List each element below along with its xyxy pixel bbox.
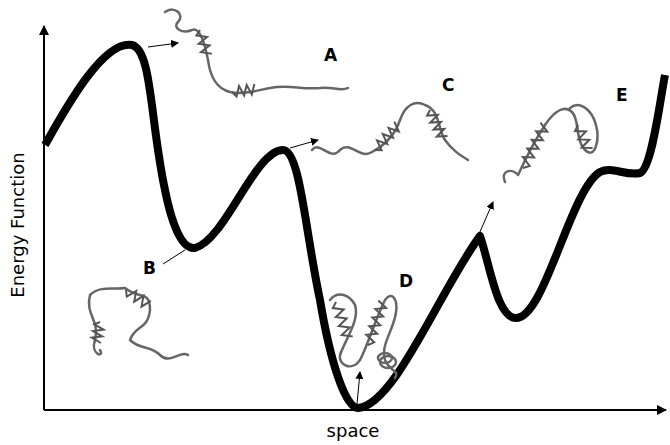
axis-label: Energy Function [9, 152, 27, 297]
protein-d [330, 295, 396, 378]
helix [333, 302, 353, 336]
leader-line [479, 202, 493, 234]
callout-letter: A [324, 47, 337, 64]
callout-letter: B [143, 260, 156, 277]
y-axis [43, 26, 45, 410]
leader-line [290, 140, 318, 148]
helix [427, 110, 447, 137]
protein-d-loop [378, 353, 392, 363]
helix [232, 84, 254, 97]
axis-label: space [327, 422, 380, 440]
protein-a [165, 10, 348, 93]
leader-line [357, 372, 360, 404]
helix-ribbons [92, 30, 593, 345]
helix [366, 300, 386, 345]
protein-structures [89, 10, 597, 378]
leader-line [163, 250, 185, 264]
helix [92, 322, 104, 343]
helix [196, 30, 211, 54]
callout-letter: E [616, 87, 628, 104]
callout-letter: D [399, 273, 413, 290]
leader-line [148, 43, 178, 47]
protein-b [89, 288, 188, 359]
helix [375, 122, 399, 151]
callout-letter: C [442, 77, 454, 94]
helix [523, 123, 547, 168]
protein-c [312, 103, 468, 160]
helix [575, 125, 593, 148]
helix [126, 290, 151, 307]
energy-curve [45, 45, 665, 408]
protein-e [504, 105, 598, 182]
